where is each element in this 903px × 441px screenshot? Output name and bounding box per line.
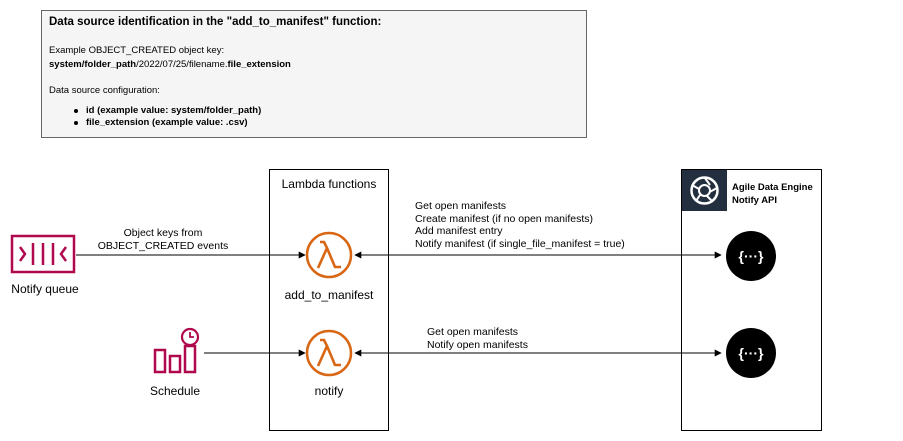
queue-label: Notify queue (11, 282, 79, 296)
call-line: Notify manifest (if single_file_manifest… (415, 237, 625, 250)
call-line: Add manifest entry (415, 225, 503, 237)
lambda-functions-group (269, 169, 389, 431)
note-example-key-part1: system/folder_path (49, 59, 137, 70)
note-config-label: Data source configuration: (49, 85, 160, 96)
queue-arrow-label-line2: OBJECT_CREATED events (97, 239, 229, 252)
api-endpoint-icon: {···} (726, 231, 776, 281)
ade-notify-api-group (681, 169, 822, 431)
note-config-item: file_extension (example value: .csv) (72, 117, 261, 129)
add-to-manifest-label: add_to_manifest (284, 288, 374, 302)
api-endpoint-icon: {···} (726, 328, 776, 378)
queue-arrow-label-line1: Object keys from (123, 227, 203, 239)
note-config-list: id (example value: system/folder_path) f… (72, 105, 261, 129)
data-source-note: Data source identification in the "add_t… (41, 10, 587, 138)
ade-logo-icon (682, 170, 727, 211)
note-config-item: id (example value: system/folder_path) (72, 105, 261, 117)
lambda-icon (305, 231, 353, 279)
lambda-icon (305, 329, 353, 377)
call-line: Notify open manifests (427, 338, 528, 351)
lambda-group-title: Lambda functions (281, 177, 377, 191)
call-line: Get open manifests (415, 200, 507, 212)
add-to-manifest-calls: Get open manifests Create manifest (if n… (415, 200, 625, 250)
sqs-queue-icon (10, 234, 76, 274)
ade-api-title-line1: Agile Data Engine (732, 182, 813, 193)
note-example-label: Example OBJECT_CREATED object key: (49, 45, 225, 56)
ade-api-title-line2: Notify API (732, 195, 778, 206)
note-example-key: system/folder_path/2022/07/25/filename.f… (49, 59, 291, 70)
note-title: Data source identification in the "add_t… (49, 16, 382, 28)
notify-label: notify (314, 384, 344, 398)
call-line: Create manifest (if no open manifests) (415, 212, 593, 225)
schedule-label: Schedule (149, 384, 201, 398)
call-line: Get open manifests (427, 326, 519, 338)
ade-api-title: Agile Data Engine Notify API (732, 181, 813, 207)
queue-arrow-label: Object keys from OBJECT_CREATED events (88, 227, 238, 252)
note-example-key-part2: /2022/07/25/filename. (136, 59, 228, 70)
api-endpoint-glyph: {···} (739, 345, 764, 361)
schedule-icon (153, 327, 200, 374)
notify-calls: Get open manifests Notify open manifests (427, 326, 528, 351)
note-example-key-part3: file_extension (227, 59, 291, 70)
api-endpoint-glyph: {···} (739, 248, 764, 264)
